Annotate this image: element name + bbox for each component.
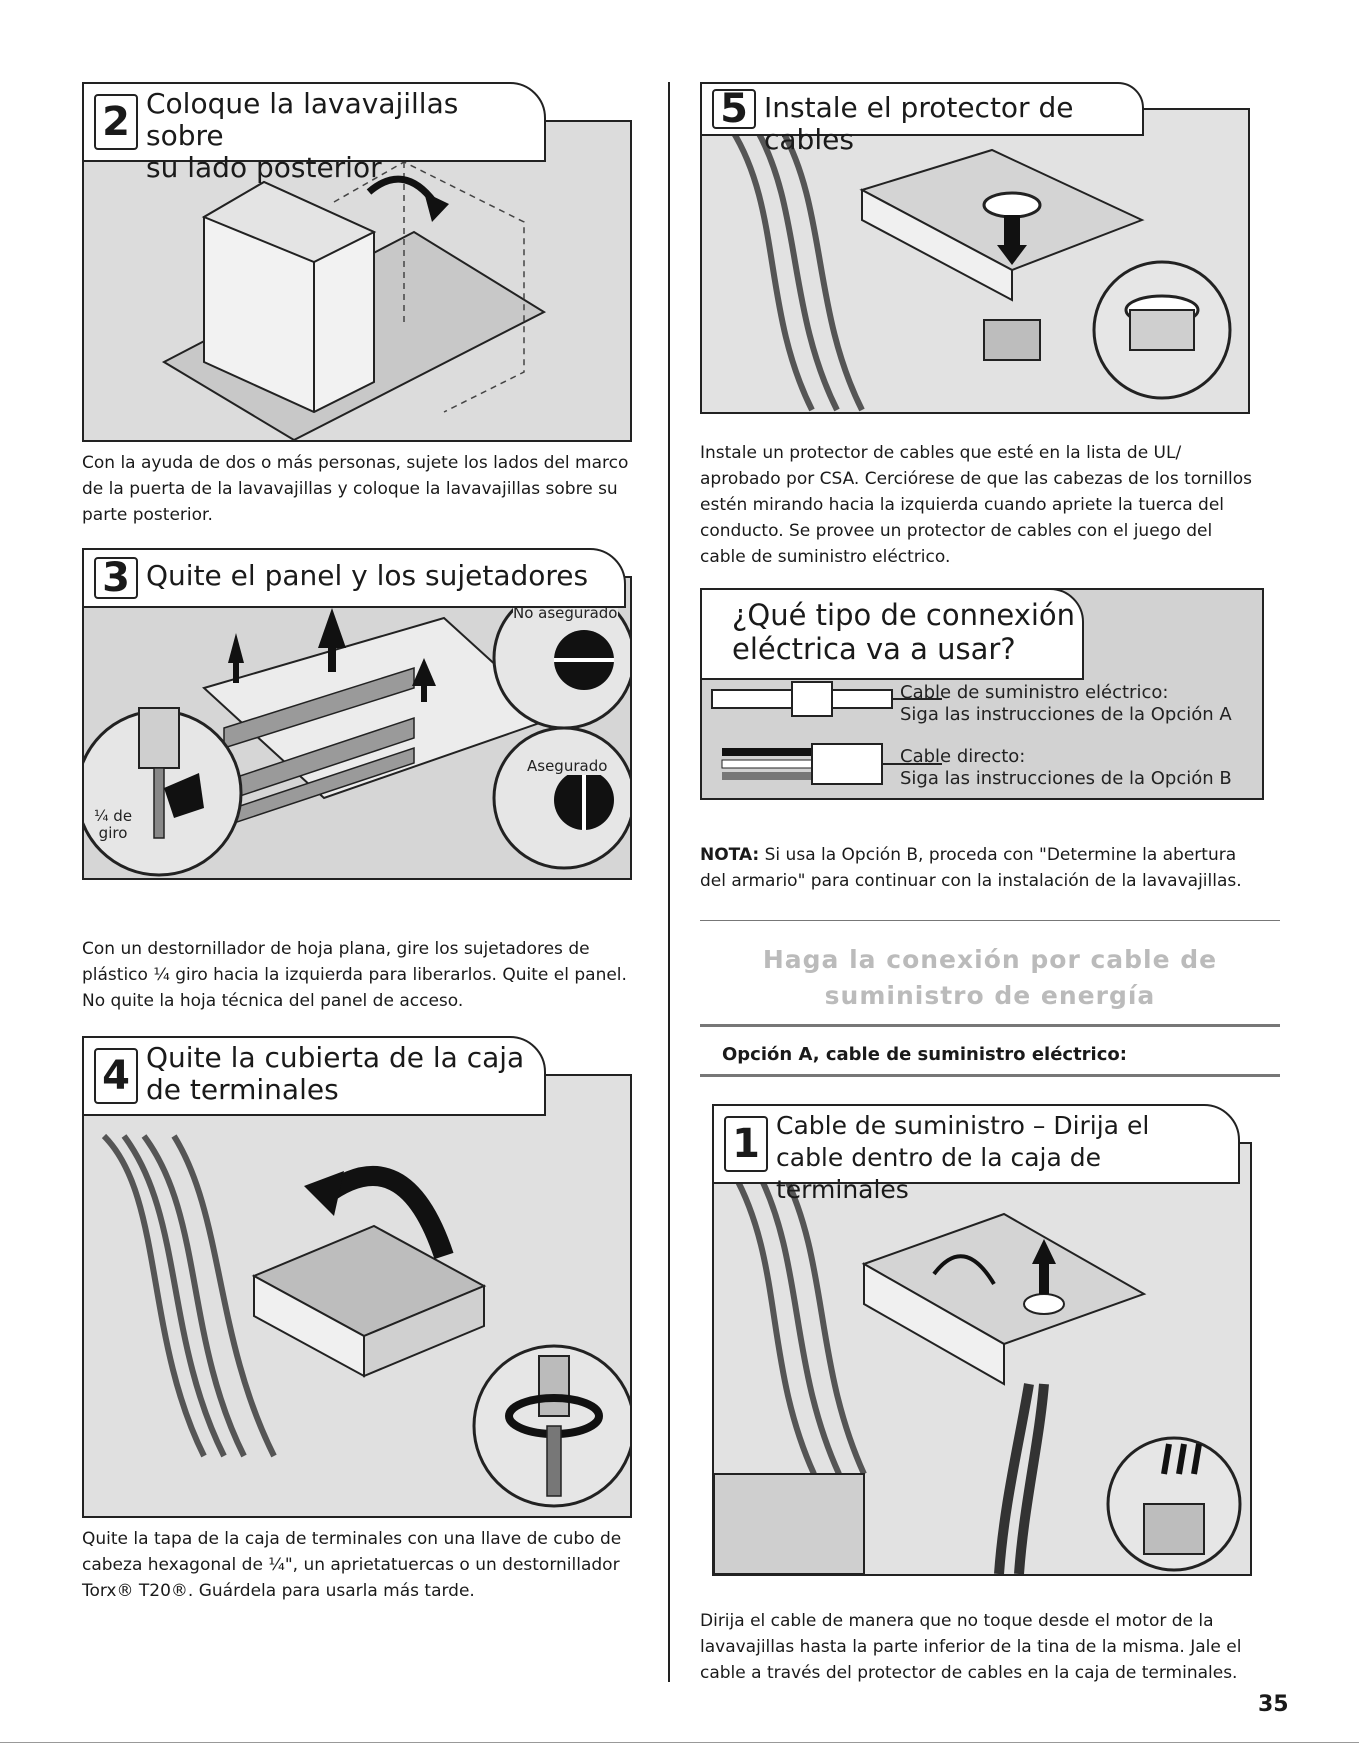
section-title: Haga la conexión por cable de suministro…: [762, 945, 1218, 1010]
step-5-number: 5: [712, 89, 756, 129]
step-4-illustration: [82, 1074, 632, 1518]
bottom-edge-line: [0, 1742, 1359, 1743]
connection-type-header: ¿Qué tipo de connexión eléctrica va a us…: [700, 588, 1084, 680]
note-rule: [700, 920, 1280, 921]
step-2-title: Coloque la lavavajillas sobre su lado po…: [146, 87, 459, 184]
step-5-text: Instale un protector de cables que esté …: [700, 443, 1253, 567]
step-1-header: 1 Cable de suministro – Dirija el cable …: [712, 1104, 1240, 1204]
step-3-illustration: [82, 576, 632, 880]
step-3-number: 3: [94, 557, 138, 599]
option-b-row: Cable directo: Siga las instrucciones de…: [900, 746, 1232, 789]
section-rule-bottom: [700, 1074, 1280, 1077]
label-unsecured: No asegurado: [513, 604, 618, 622]
step-1-illustration: [712, 1142, 1252, 1576]
label-secured: Asegurado: [527, 757, 608, 775]
step-4: 4 Quite la cubierta de la caja de termin…: [82, 1036, 642, 1518]
step-4-text: Quite la tapa de la caja de terminales c…: [82, 1529, 622, 1601]
step-1: 1 Cable de suministro – Dirija el cable …: [712, 1104, 1262, 1576]
column-divider: [668, 82, 670, 1682]
step-5-illustration: [700, 108, 1250, 414]
step-2: 2 Coloque la lavavajillas sobre su lado …: [82, 82, 642, 442]
step-1-title: Cable de suministro – Dirija el cable de…: [776, 1111, 1150, 1204]
connection-type-title: ¿Qué tipo de connexión eléctrica va a us…: [732, 598, 1076, 666]
step-4-header: 4 Quite la cubierta de la caja de termin…: [82, 1036, 546, 1116]
step-4-number: 4: [94, 1048, 138, 1104]
step-1-number: 1: [724, 1116, 768, 1172]
option-a-heading: Opción A, cable de suministro eléctrico:: [722, 1044, 1127, 1065]
step-3-text: Con un destornillador de hoja plana, gir…: [82, 939, 627, 1011]
step-2-number: 2: [94, 94, 138, 150]
step-4-title: Quite la cubierta de la caja de terminal…: [146, 1041, 525, 1106]
section-rule-top: [700, 1024, 1280, 1027]
step-3-header: 3 Quite el panel y los sujetadores: [82, 548, 626, 608]
step-3: 3 Quite el panel y los sujetadores: [82, 548, 642, 888]
step-2-header: 2 Coloque la lavavajillas sobre su lado …: [82, 82, 546, 184]
option-a-row: Cable de suministro eléctrico: Siga las …: [900, 682, 1232, 725]
note-text: NOTA: Si usa la Opción B, proceda con "D…: [700, 845, 1242, 891]
step-1-text: Dirija el cable de manera que no toque d…: [700, 1611, 1242, 1683]
label-quarter-turn: ¼ de giro: [94, 807, 133, 842]
step-2-text: Con la ayuda de dos o más personas, suje…: [82, 453, 629, 525]
step-3-title: Quite el panel y los sujetadores: [146, 559, 589, 592]
step-5-title: Instale el protector de cables: [764, 91, 1074, 156]
step-2-illustration: [82, 120, 632, 442]
page-number: 35: [1258, 1692, 1289, 1717]
step-5: 5 Instale el protector de cables: [700, 82, 1260, 442]
step-5-header: 5 Instale el protector de cables: [700, 82, 1144, 156]
